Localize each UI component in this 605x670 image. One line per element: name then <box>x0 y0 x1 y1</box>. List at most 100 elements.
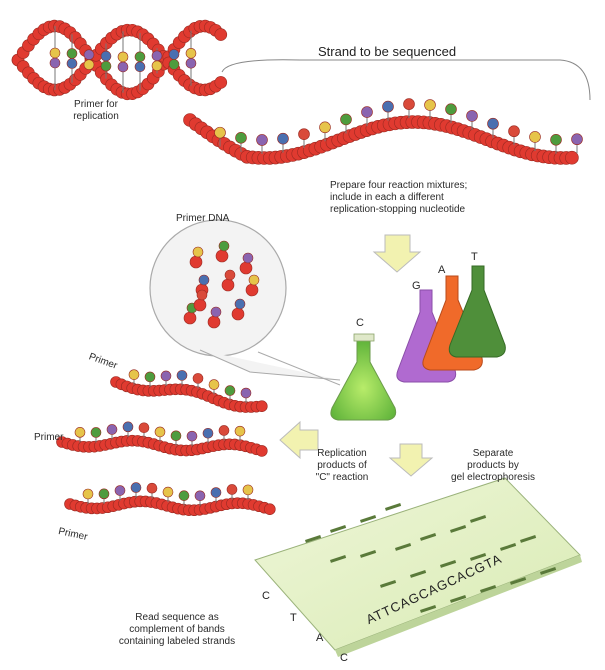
strand-base <box>299 129 310 140</box>
primer-for-replication-label: Primer for replication <box>62 99 130 123</box>
helix-base <box>152 51 162 61</box>
helix-base <box>186 58 196 68</box>
replication-product-1 <box>111 370 268 413</box>
product-base <box>145 372 155 382</box>
primer-nucleotide-backbone <box>232 308 244 320</box>
primer-dna-label: Primer DNA <box>176 213 229 225</box>
product-backbone-bead <box>256 401 267 412</box>
product-base <box>83 489 93 499</box>
product-base <box>177 370 187 380</box>
primer-nucleotide-backbone <box>240 262 252 274</box>
strand-base <box>236 132 247 143</box>
dna-double-helix <box>12 20 227 100</box>
product-base <box>155 427 165 437</box>
primer-nucleotide-backbone <box>208 316 220 328</box>
product-base <box>139 423 149 433</box>
gel-letter-c2: C <box>340 652 348 664</box>
product-base <box>195 491 205 501</box>
separate-products-line-3: gel electrophoresis <box>438 472 548 484</box>
flask-c-letter: C <box>356 317 364 329</box>
strand-base <box>383 101 394 112</box>
product-base <box>203 428 213 438</box>
product-base <box>225 386 235 396</box>
helix-base <box>118 62 128 72</box>
strand-base <box>572 134 583 145</box>
strand-title: Strand to be sequenced <box>318 44 456 60</box>
prepare-mixtures-line-3: replication-stopping nucleotide <box>330 204 467 216</box>
flask-g-letter: G <box>412 280 421 292</box>
product-base <box>209 380 219 390</box>
product-base <box>129 370 139 380</box>
arrow-down-prepare <box>374 235 420 272</box>
product-base <box>115 486 125 496</box>
separate-products-label: Separate products by gel electrophoresis <box>438 448 548 484</box>
product-base <box>219 425 229 435</box>
helix-base <box>101 51 111 61</box>
strand-base <box>551 134 562 145</box>
product-backbone-bead <box>264 504 275 515</box>
strand-base <box>341 114 352 125</box>
primer-nucleotide-backbone <box>190 256 202 268</box>
gel-slab <box>255 478 582 657</box>
helix-base <box>169 49 179 59</box>
strand-to-be-sequenced <box>184 99 583 165</box>
strand-base <box>320 122 331 133</box>
gel-letter-t: T <box>290 612 297 624</box>
prepare-mixtures-line-2: include in each a different <box>330 192 467 204</box>
strand-base <box>425 100 436 111</box>
replication-product-2 <box>57 422 268 457</box>
helix-base <box>152 61 162 71</box>
product-base <box>99 489 109 499</box>
helix-base <box>135 52 145 62</box>
zoom-pointer <box>200 350 340 380</box>
product-base <box>241 388 251 398</box>
arrow-down-separate <box>390 444 432 476</box>
primer-nucleotide-base <box>249 275 259 285</box>
helix-base <box>50 48 60 58</box>
helix-base <box>135 62 145 72</box>
primer-nucleotide-backbone <box>216 250 228 262</box>
primer-for-replication-line-2: replication <box>62 111 130 123</box>
product-base <box>123 422 133 432</box>
product-base <box>211 488 221 498</box>
primer-nucleotide-base <box>197 290 207 300</box>
gel-letter-a: A <box>316 632 323 644</box>
strand-base <box>362 107 373 118</box>
prepare-mixtures-line-1: Prepare four reaction mixtures; <box>330 180 467 192</box>
replication-products-line-2: products of <box>302 460 382 472</box>
read-sequence-label: Read sequence as complement of bands con… <box>112 612 242 648</box>
product-base <box>235 426 245 436</box>
flask-a-letter: A <box>438 264 445 276</box>
product-base <box>147 483 157 493</box>
helix-backbone-bead <box>215 76 227 88</box>
primer-nucleotide-base <box>219 241 229 251</box>
strand-base <box>467 110 478 121</box>
gel-band <box>385 503 401 511</box>
read-sequence-line-1: Read sequence as <box>112 612 242 624</box>
helix-base <box>84 50 94 60</box>
strand-base <box>530 131 541 142</box>
strand-base <box>488 118 499 129</box>
helix-base <box>186 48 196 58</box>
product-base <box>193 373 203 383</box>
primer-nucleotide-backbone <box>246 284 258 296</box>
product-backbone-bead <box>256 445 267 456</box>
primer-nucleotide-base <box>211 307 221 317</box>
strand-base <box>446 104 457 115</box>
product-base <box>243 485 253 495</box>
strand-base <box>404 99 415 110</box>
product-base <box>171 431 181 441</box>
product-base <box>187 431 197 441</box>
replication-products-line-1: Replication <box>302 448 382 460</box>
primer-for-replication-line-1: Primer for <box>62 99 130 111</box>
flask-t-letter: T <box>471 251 478 263</box>
product-base <box>179 491 189 501</box>
read-sequence-line-2: complement of bands <box>112 624 242 636</box>
helix-base <box>84 60 94 70</box>
strand-base <box>509 126 520 137</box>
product-base <box>75 427 85 437</box>
gel-letter-c: C <box>262 590 270 602</box>
prepare-mixtures-label: Prepare four reaction mixtures; include … <box>330 180 467 216</box>
helix-base <box>67 58 77 68</box>
primer-label-2: Primer <box>34 432 63 444</box>
